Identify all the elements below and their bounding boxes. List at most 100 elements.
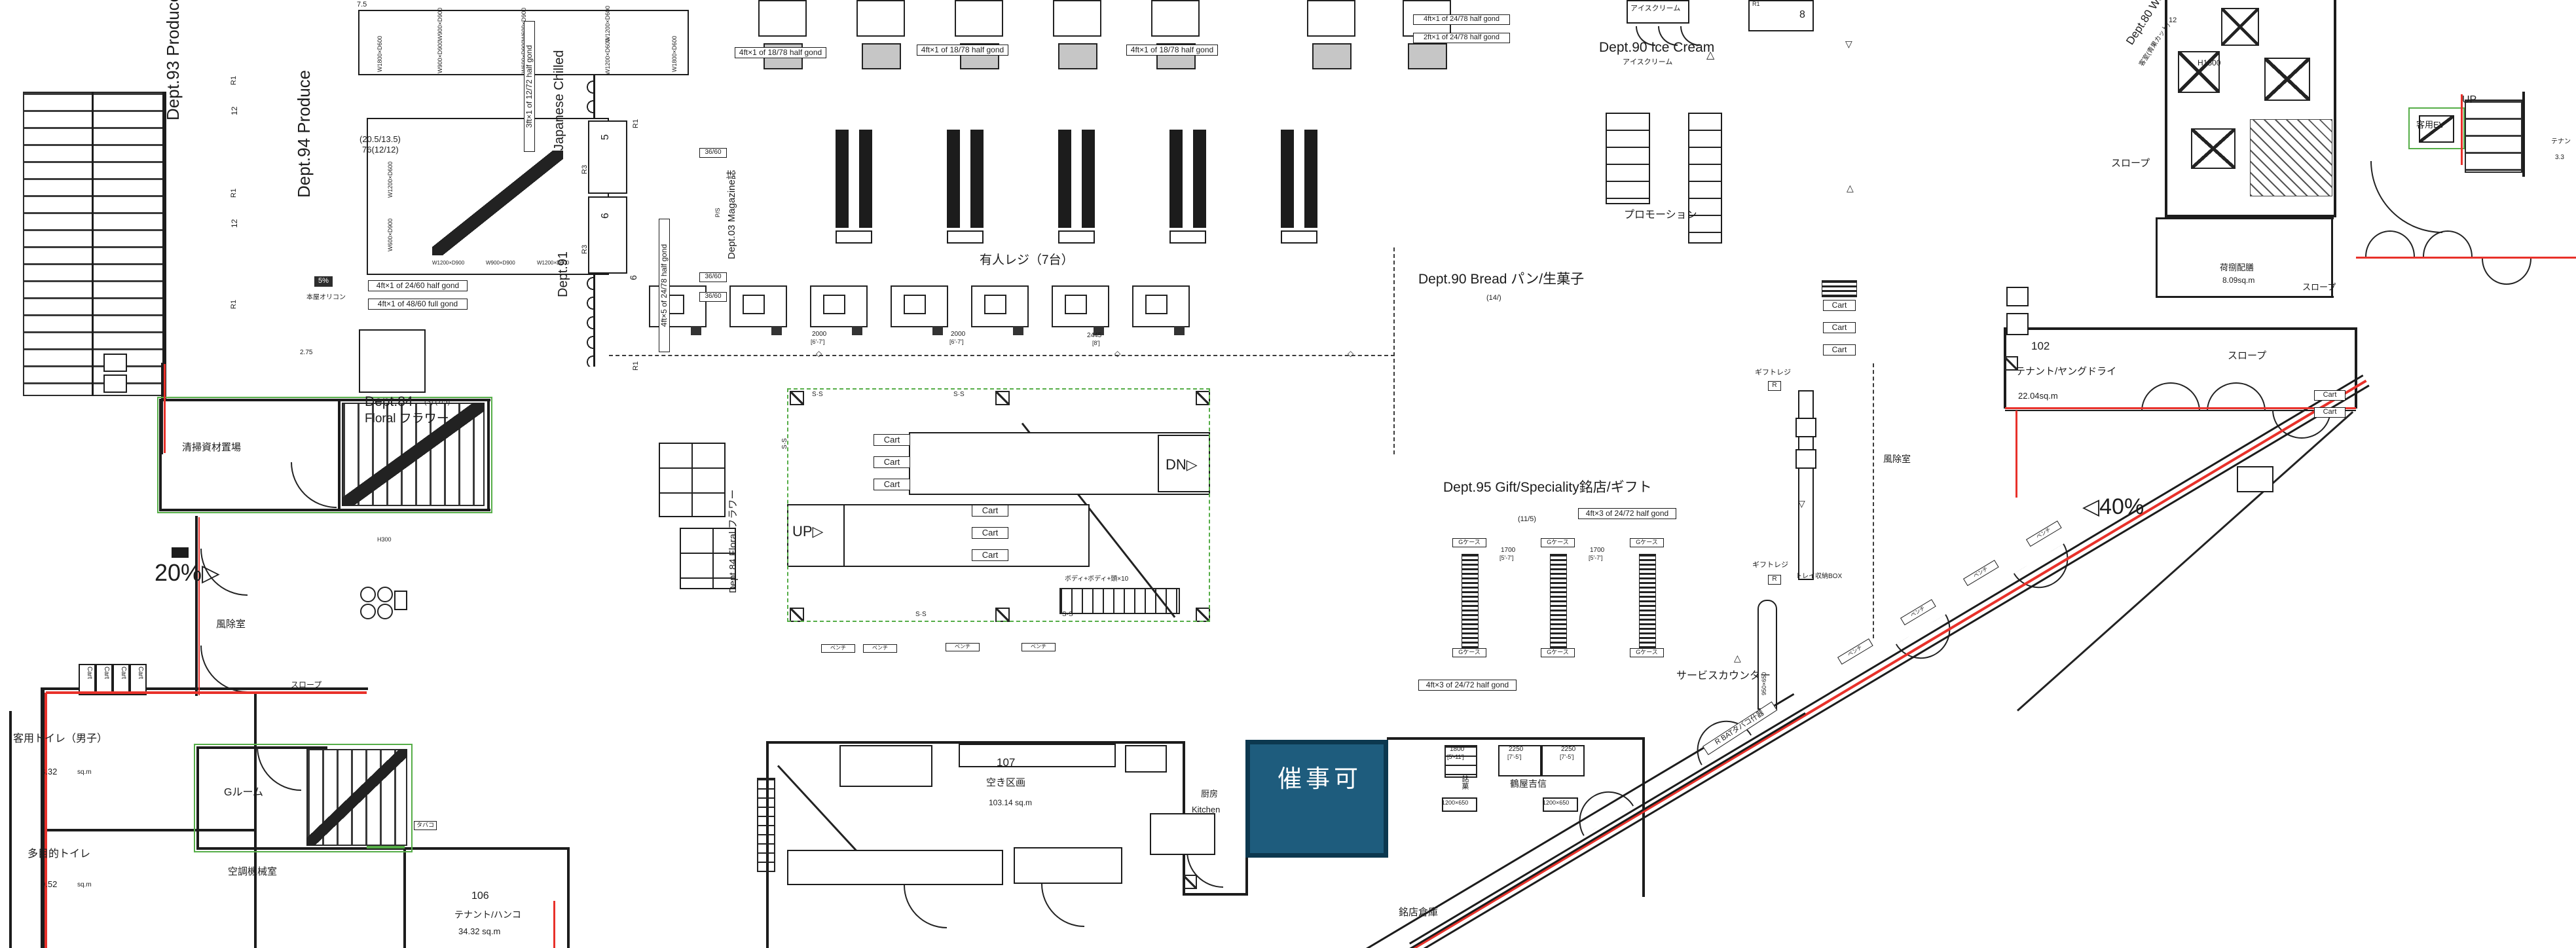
gondola [1304, 130, 1317, 228]
dim: [6'-7'] [811, 338, 825, 345]
wall [2165, 0, 2167, 217]
icecream-box: アイスクリーム [1630, 5, 1681, 12]
counter [787, 850, 1003, 885]
fixture [2006, 287, 2029, 306]
gond-label: 4ft×3 of 24/72 half gond [1418, 680, 1517, 691]
wall [41, 687, 45, 948]
cart: Cart [874, 456, 910, 469]
dim: H1500 [2198, 58, 2221, 67]
ps-tag: P/S [714, 208, 721, 217]
checkout-register [891, 285, 948, 335]
gond-label: 4ft×3 of 24/72 half gond [1578, 508, 1676, 519]
dim: [5'-7'] [1589, 555, 1603, 561]
gond-label: 4ft×1 of 24/60 half gond [368, 280, 468, 291]
bench: ベンチ [863, 644, 897, 653]
promo-gondola [1688, 113, 1722, 244]
gond-label: 4ft×1 of 18/78 half gond [735, 47, 826, 58]
wall [92, 92, 94, 396]
room-nisabaki: 荷捌配膳 [2220, 263, 2254, 272]
cart-box [130, 664, 147, 695]
promo-gondola [1606, 113, 1650, 204]
fixture [588, 120, 627, 194]
wall [159, 399, 162, 511]
round-table [377, 587, 393, 602]
gond-label: 4ft×1 of 24/78 half gond [1413, 14, 1510, 25]
door-arc [2423, 230, 2473, 257]
wall-tag: R1 [230, 299, 238, 309]
table-cell: W1200×D600 [387, 161, 394, 198]
conveyor-diagonal [432, 151, 563, 255]
door-arc [2370, 161, 2442, 233]
cart: Cart [2314, 390, 2346, 401]
table-cell: W1200×D600 [604, 5, 611, 42]
dim: [5'-7'] [1500, 555, 1514, 561]
gcase: Gケース [1452, 538, 1486, 547]
gondola [859, 130, 872, 228]
pos-station [1053, 0, 1101, 69]
tri: △ [1706, 50, 1715, 61]
dim: 7.5 [357, 1, 367, 9]
dim: [6'-7'] [949, 338, 964, 345]
tenant-106: 106 [471, 890, 489, 902]
gondola-end [1281, 230, 1317, 244]
floral-rota [359, 329, 426, 393]
wall-tag: R1 [632, 119, 640, 128]
slope-20: 20%▷ [155, 559, 220, 586]
wall [567, 850, 570, 948]
shutter-diamond: ◇ [1348, 349, 1354, 358]
gondola [1193, 130, 1206, 228]
room-seisou: 清掃資材置場 [182, 442, 242, 453]
fixture [1795, 449, 1816, 469]
dept90-icecream: Dept.90 Ice Cream [1599, 40, 1715, 55]
unit: sq.m [77, 881, 92, 888]
red-line [553, 901, 555, 948]
door-arc [2365, 230, 2415, 257]
dept90-bread-sub: (14/) [1486, 294, 1501, 302]
register-count: 有人レジ（7台） [980, 253, 1074, 267]
wall-tag: 12 [230, 106, 239, 115]
fixture [680, 528, 736, 589]
door-arc [1041, 884, 1084, 927]
dept84-vert: Dept.84 Floral フラワー [727, 489, 739, 593]
tenant-106-name: テナント/ハンコ [454, 909, 521, 920]
counter [1150, 813, 1215, 855]
table-cell: W900×D900 [486, 260, 515, 266]
vacant-107-area: 103.14 sq.m [989, 798, 1033, 807]
room-fujo-left: 風除室 [216, 619, 246, 630]
pos-station [955, 0, 1003, 69]
japanese-chilled: Japanese Chilled [552, 50, 566, 151]
wall-tag: 12 [230, 219, 239, 228]
cart: Cart [137, 666, 144, 679]
room-outline [194, 744, 413, 852]
fixture [2006, 313, 2029, 335]
esc-up: UP▷ [792, 523, 824, 539]
hatch-area [2250, 119, 2332, 196]
wall [338, 399, 340, 511]
slope-40: ◁40% [2082, 494, 2144, 519]
event-space-highlight[interactable]: 催事可 [1245, 740, 1388, 858]
cart: Cart [103, 666, 110, 679]
gondola [970, 130, 984, 228]
shaft [2221, 8, 2259, 46]
counter [839, 745, 932, 787]
slope-label: スロープ [2302, 282, 2336, 292]
wall [195, 516, 198, 696]
fixture [588, 196, 627, 274]
red-line [46, 691, 367, 694]
dim: 1800 [1450, 746, 1465, 753]
wall-tag: 6 [628, 275, 638, 280]
dim: 1700 [1590, 547, 1605, 554]
ss-tag: S·S [915, 611, 927, 618]
wall [2156, 296, 2334, 298]
service-counter: サービスカウンター [1676, 670, 1771, 682]
vacant-107-name: 空き区画 [986, 777, 1026, 788]
icecream-case [1627, 0, 1689, 24]
checkout-register [729, 285, 787, 335]
service-counter-fixture [1757, 600, 1777, 710]
round-table [360, 604, 376, 619]
gondola [947, 130, 960, 228]
cart: Cart [1823, 300, 1856, 311]
dim: [5'-11'] [1447, 754, 1464, 760]
wall [2331, 217, 2333, 297]
pos-station [1403, 0, 1451, 69]
